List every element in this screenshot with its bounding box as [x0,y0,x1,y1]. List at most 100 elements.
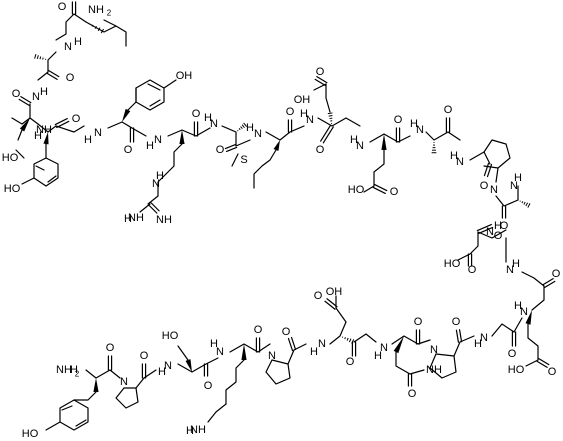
asp3-carbonyl-o: O [346,356,355,368]
met-sulfur: S [240,154,247,166]
bond-46 [495,167,499,183]
double-bond [395,127,401,143]
double-bond [255,337,261,353]
double-bond [536,358,550,368]
benzene-ring [33,157,59,187]
asp-nh-h: H [300,108,308,120]
bond-79 [417,339,431,345]
double-bond [415,329,421,345]
bond-29 [235,139,251,147]
bond-28 [221,125,237,147]
bond-83 [491,323,515,337]
pro1-ring-n: N [490,184,498,196]
lys-h2n-h: H [186,425,194,437]
bond-47 [495,195,519,207]
asp3-acid-o: O [314,290,323,302]
asp3-nh-n: N [318,338,326,350]
met-carbonyl-o: O [286,106,295,118]
bond-18 [127,87,137,111]
bond-72 [335,307,347,323]
ser2-nh-h: H [158,366,166,378]
double-bond [193,121,199,137]
bond-58 [115,387,139,409]
bond-34 [317,117,347,127]
glu1-acid-ho: HO [348,184,365,196]
double-bond [314,76,328,86]
double-bond [287,336,297,352]
bond-9 [17,129,23,141]
gly-nh-n: N [480,332,488,344]
bond-50 [469,231,479,255]
bond-layer [11,1,556,431]
met-nh-n: N [254,128,262,140]
ser2-carbonyl-o: O [204,380,213,392]
double-bond [129,127,135,143]
bond-27 [195,127,211,137]
bond-30 [265,131,291,141]
wedge-bond [241,344,247,360]
bond-66 [207,403,227,423]
double-bond [511,331,517,347]
arg-nh-h: H [146,140,154,152]
ala3-carbonyl-o: O [444,104,453,116]
gly-nh-h: H [474,338,482,350]
wedge-bond [19,118,30,132]
hash-bond [237,122,247,132]
wedge-bond [273,140,280,151]
pro-nh-h: H [450,150,458,162]
asp1-carbonyl-o: O [316,144,325,156]
bond-60 [143,369,157,379]
bond-43 [447,131,461,141]
double-bond [320,124,334,144]
tyr2-nh-n: N [94,127,102,139]
gly-carbonyl-o: O [508,348,517,360]
bond-33 [289,125,305,133]
ala-nh-n: N [32,91,40,103]
pro4-carbonyl-o: O [452,316,461,328]
tyr2-hydroxyl-oh: OH [176,70,193,82]
asn-carbonyl-o: O [414,316,423,328]
arg-nh2-left: NH [128,212,144,224]
ser-hydroxyl-ho: HO [2,152,19,164]
bond-49 [477,229,507,239]
bond-52 [85,369,111,379]
bond-8 [29,117,39,125]
bond-70 [293,343,307,351]
bond-25 [147,173,167,205]
ala2-nh-h: H [204,112,212,124]
bond-80 [429,353,457,379]
ser2-hydroxyl-ho: HO [162,330,179,342]
glu-nh-h: H [350,134,358,146]
bond-2 [55,13,75,41]
ser2-nh-n: N [164,360,172,372]
glu2-carbonyl-o: O [552,268,561,280]
double-bond [542,278,556,288]
glu2-acid-o: O [548,366,557,378]
double-bond [455,329,463,343]
bond-86 [527,323,539,361]
wedge-bond [179,130,185,144]
pro3-ring-n: N [268,350,276,362]
bond-78 [409,369,425,375]
asn-nh-n: N [380,342,388,354]
bond-35 [325,83,331,113]
double-bond [501,205,507,219]
double-bond [476,223,494,235]
bond-62 [177,345,189,361]
bond-71 [329,321,347,345]
bond-5 [47,51,57,73]
bond-10 [15,149,25,159]
bond-51 [457,253,471,261]
leu-amide-n: NH [88,4,104,16]
bond-55 [75,419,87,427]
double-bond [324,298,338,310]
bond-74 [353,333,367,343]
wedge-bond [93,378,99,392]
leu-nh-n: N [64,41,72,53]
glu2-acid-ho: HO [508,364,525,376]
asp2-nh-n: N [486,226,494,238]
hash-bond [88,23,104,34]
tyr2-carbonyl-o: O [124,144,133,156]
